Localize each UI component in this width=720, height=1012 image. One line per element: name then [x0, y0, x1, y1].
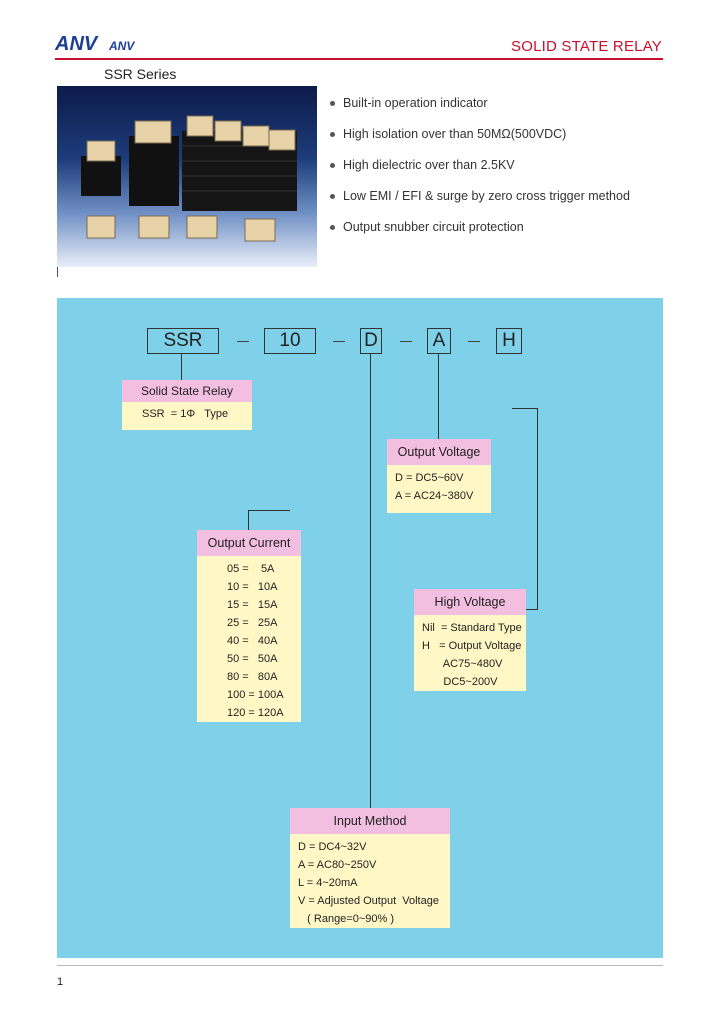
box-row: A = AC80~250V: [298, 859, 377, 871]
feature-item: Output snubber circuit protection: [330, 220, 630, 251]
box-row: AC75~480V: [422, 658, 503, 670]
box-row: A = AC24~380V: [395, 490, 474, 502]
box-row: 25 = 25A: [227, 617, 278, 629]
page-title: SOLID STATE RELAY: [511, 38, 662, 55]
box-row: H = Output Voltage: [422, 640, 522, 652]
feature-item: Built-in operation indicator: [330, 96, 630, 127]
box-row: 120 = 120A: [227, 707, 284, 719]
box-row: ( Range=0~90% ): [298, 913, 395, 925]
box-output-current: Output Current 05 = 5A 10 = 10A 15 = 15A…: [197, 530, 301, 722]
series-label: SSR Series: [104, 66, 177, 82]
anv-logo: ANV ANV: [55, 33, 135, 55]
svg-text:ANV: ANV: [108, 39, 135, 53]
box-solid-state-relay: Solid State Relay SSR = 1Φ Type: [122, 380, 252, 430]
box-input-method: Input Method D = DC4~32V A = AC80~250V L…: [290, 808, 450, 928]
code-dash: [400, 341, 412, 342]
box-row: L = 4~20mA: [298, 877, 358, 889]
box-title: Output Current: [197, 530, 301, 556]
ordering-code-panel: SSR 10 D A H Solid State Relay SSR = 1Φ …: [57, 298, 663, 958]
feature-item: High dielectric over than 2.5KV: [330, 158, 630, 189]
product-photo: [57, 86, 317, 267]
code-part-output: A: [427, 328, 451, 354]
box-title: Output Voltage: [387, 439, 491, 465]
box-row: Nil = Standard Type: [422, 622, 522, 634]
code-part-current: 10: [264, 328, 316, 354]
connector-hv-v: [537, 408, 538, 610]
box-high-voltage: High Voltage Nil = Standard Type H = Out…: [414, 589, 526, 691]
connector-ssr: [181, 354, 182, 380]
box-row: D = DC4~32V: [298, 841, 367, 853]
connector-current-v: [248, 510, 249, 532]
feature-item: High isolation over than 50MΩ(500VDC): [330, 127, 630, 158]
connector-output-voltage: [438, 354, 439, 440]
code-part-ssr: SSR: [147, 328, 219, 354]
box-title: Input Method: [290, 808, 450, 834]
box-row: 15 = 15A: [227, 599, 278, 611]
box-row: V = Adjusted Output Voltage: [298, 895, 439, 907]
svg-text:ANV: ANV: [55, 33, 99, 55]
feature-list: Built-in operation indicator High isolat…: [330, 96, 630, 251]
footer-rule: [57, 965, 663, 966]
connector-input-method: [370, 354, 371, 808]
box-row: 80 = 80A: [227, 671, 278, 683]
connector-hv-top: [512, 408, 538, 409]
code-dash: [237, 341, 249, 342]
feature-item: Low EMI / EFI & surge by zero cross trig…: [330, 189, 630, 220]
code-dash: [468, 341, 480, 342]
box-row: 05 = 5A: [227, 563, 275, 575]
box-row: 100 = 100A: [227, 689, 284, 701]
connector-current-h: [248, 510, 290, 511]
code-part-input: D: [360, 328, 382, 354]
page-number: 1: [57, 976, 64, 988]
box-row: 40 = 40A: [227, 635, 278, 647]
box-row: 50 = 50A: [227, 653, 278, 665]
header-rule: [55, 58, 663, 60]
code-dash: [333, 341, 345, 342]
box-row: 10 = 10A: [227, 581, 278, 593]
box-row: D = DC5~60V: [395, 472, 464, 484]
box-row: SSR = 1Φ Type: [142, 408, 229, 420]
box-row: DC5~200V: [422, 676, 498, 688]
code-part-high-voltage: H: [496, 328, 522, 354]
box-title: High Voltage: [414, 589, 526, 615]
box-title: Solid State Relay: [122, 380, 252, 402]
box-output-voltage: Output Voltage D = DC5~60V A = AC24~380V: [387, 439, 491, 513]
